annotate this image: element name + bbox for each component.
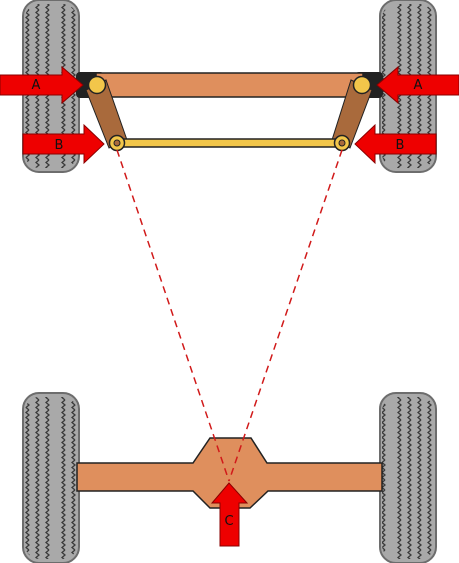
arrow-label-a-right: A (414, 78, 423, 93)
arrow-label-a-left: A (32, 78, 41, 93)
tie-rod (116, 138, 343, 148)
front-axle-beam (95, 72, 364, 98)
arrow-label-c: C (224, 514, 233, 529)
arrow-icon (0, 65, 84, 105)
pivot-joint-icon (352, 75, 372, 95)
left-projection-line (116, 149, 230, 482)
rear-right-tire (379, 392, 437, 563)
rear-left-tire (22, 392, 80, 563)
arrow-icon (22, 123, 105, 165)
pivot-joint-icon (333, 134, 351, 152)
pivot-joint-icon (87, 75, 107, 95)
arrow-icon (354, 123, 437, 165)
right-projection-line (228, 149, 343, 482)
arrow-icon (210, 482, 249, 547)
arrow-label-b-right: B (396, 138, 405, 153)
arrow-icon (376, 65, 459, 105)
pivot-joint-icon (108, 134, 126, 152)
rear-axle (76, 437, 383, 509)
arrow-label-b-left: B (55, 138, 64, 153)
